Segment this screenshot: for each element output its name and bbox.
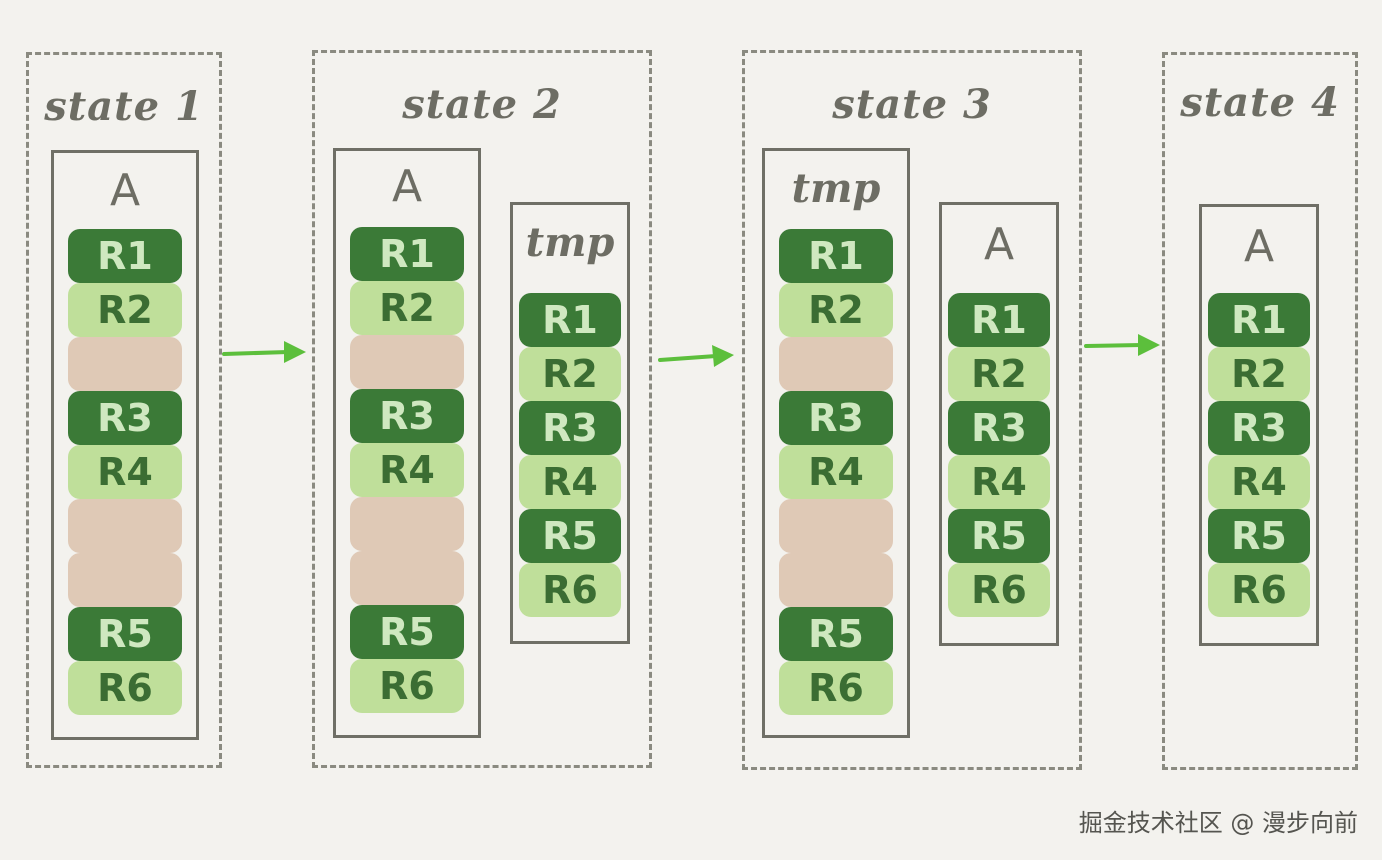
row-cell bbox=[68, 553, 182, 607]
state-3-table-a: A R1 R2 R3 R4 R5 R6 bbox=[939, 202, 1059, 646]
state-1-table-a: A R1 R2 R3 R4 R5 R6 bbox=[51, 150, 199, 740]
table-name: tmp bbox=[525, 219, 615, 266]
watermark: 掘金技术社区 @ 漫步向前 bbox=[1078, 809, 1358, 837]
row-cell: R3 bbox=[519, 401, 621, 455]
table-name: A bbox=[109, 165, 141, 216]
state-1-frame: state 1 bbox=[26, 52, 222, 768]
arrow-right-icon bbox=[658, 345, 734, 367]
row-cell: R6 bbox=[68, 661, 182, 715]
row-cell bbox=[779, 337, 893, 391]
state-4-table-a: A R1 R2 R3 R4 R5 R6 bbox=[1199, 204, 1319, 646]
row-cell: R6 bbox=[779, 661, 893, 715]
state-2-frame: state 2 bbox=[312, 50, 652, 768]
row-cell: R5 bbox=[350, 605, 464, 659]
row-cell: R6 bbox=[519, 563, 621, 617]
row-cell bbox=[779, 499, 893, 553]
row-cell: R5 bbox=[779, 607, 893, 661]
row-cell: R2 bbox=[350, 281, 464, 335]
state-3-frame: state 3 bbox=[742, 50, 1082, 770]
row-cell: R6 bbox=[948, 563, 1050, 617]
row-cell: R3 bbox=[1208, 401, 1310, 455]
row-cell: R1 bbox=[68, 229, 182, 283]
row-cell: R1 bbox=[519, 293, 621, 347]
arrow-right-icon bbox=[1084, 334, 1160, 356]
row-cell: R3 bbox=[779, 391, 893, 445]
row-cell: R1 bbox=[1208, 293, 1310, 347]
row-cell bbox=[779, 553, 893, 607]
row-cell: R6 bbox=[1208, 563, 1310, 617]
row-cell: R4 bbox=[1208, 455, 1310, 509]
row-cell bbox=[68, 337, 182, 391]
row-cell: R1 bbox=[948, 293, 1050, 347]
row-cell: R2 bbox=[68, 283, 182, 337]
arrow-right-icon bbox=[222, 341, 306, 363]
row-cell: R5 bbox=[519, 509, 621, 563]
state-1-label: state 1 bbox=[44, 83, 204, 130]
row-cell: R4 bbox=[779, 445, 893, 499]
row-cell: R2 bbox=[948, 347, 1050, 401]
row-cell: R6 bbox=[350, 659, 464, 713]
row-cell: R1 bbox=[350, 227, 464, 281]
row-cell: R4 bbox=[68, 445, 182, 499]
state-2-table-a: A R1 R2 R3 R4 R5 R6 bbox=[333, 148, 481, 738]
row-cell: R2 bbox=[1208, 347, 1310, 401]
state-4-frame: state 4 bbox=[1162, 52, 1358, 770]
row-cell: R4 bbox=[519, 455, 621, 509]
row-cell: R4 bbox=[948, 455, 1050, 509]
row-cell bbox=[350, 497, 464, 551]
table-name: A bbox=[391, 161, 423, 212]
row-cell: R3 bbox=[350, 389, 464, 443]
row-cell: R3 bbox=[68, 391, 182, 445]
row-cell bbox=[350, 551, 464, 605]
row-cell: R1 bbox=[779, 229, 893, 283]
state-2-table-tmp: tmp R1 R2 R3 R4 R5 R6 bbox=[510, 202, 630, 644]
state-4-label: state 4 bbox=[1180, 79, 1340, 126]
table-name: A bbox=[983, 219, 1015, 270]
state-3-table-tmp: tmp R1 R2 R3 R4 R5 R6 bbox=[762, 148, 910, 738]
row-cell: R4 bbox=[350, 443, 464, 497]
state-3-label: state 3 bbox=[832, 81, 992, 128]
row-cell: R2 bbox=[519, 347, 621, 401]
row-cell: R3 bbox=[948, 401, 1050, 455]
row-cell bbox=[350, 335, 464, 389]
row-cell: R5 bbox=[948, 509, 1050, 563]
row-cell: R5 bbox=[1208, 509, 1310, 563]
row-cell: R5 bbox=[68, 607, 182, 661]
table-name: tmp bbox=[791, 165, 881, 212]
row-cell bbox=[68, 499, 182, 553]
table-name: A bbox=[1243, 221, 1275, 272]
row-cell: R2 bbox=[779, 283, 893, 337]
state-2-label: state 2 bbox=[402, 81, 562, 128]
